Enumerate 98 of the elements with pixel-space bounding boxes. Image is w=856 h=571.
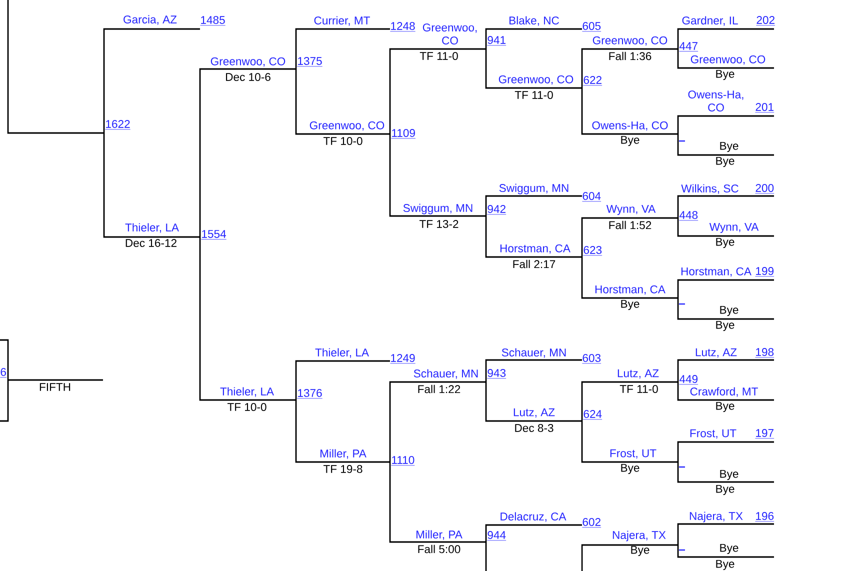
bout-number: 943	[487, 369, 506, 379]
match-result: Bye	[716, 560, 734, 570]
bout-number: 198	[755, 348, 774, 358]
match-result: TF 11-0	[620, 385, 658, 393]
match-result: Bye	[720, 142, 738, 152]
bout-number: 623	[583, 246, 602, 256]
wrestler-name: Miller, PA	[416, 530, 462, 540]
wrestler-name: Wilkins, SC	[681, 184, 738, 194]
wrestler-name: Horstman, CA	[681, 267, 752, 277]
bout-number: 1485	[200, 16, 226, 26]
wrestler-name: Gardner, IL	[682, 16, 738, 26]
bout-number: 622	[583, 76, 602, 86]
match-result: Bye	[720, 544, 738, 554]
bout-number: 1248	[390, 22, 416, 32]
bout-number: 624	[583, 410, 602, 420]
match-result: Fall 1:22	[418, 384, 460, 394]
wrestler-name: Schauer, MN	[414, 369, 478, 379]
match-result: Bye	[720, 306, 738, 316]
match-result: Fall 5:00	[418, 544, 460, 554]
wrestler-name: Currier, MT	[314, 16, 370, 26]
bout-number: 6	[0, 368, 7, 378]
wrestler-name: Greenwoo, CO	[690, 55, 766, 65]
wrestler-name: Swiggum, MN	[403, 204, 472, 214]
wrestler-name: Wynn, VA	[606, 204, 656, 216]
bout-number: 201	[755, 103, 774, 113]
match-result: Dec 16-12	[126, 239, 176, 247]
match-result: Bye	[716, 484, 734, 496]
bout-number: 602	[582, 518, 602, 528]
match-result: Fall 1:36	[609, 52, 652, 60]
wrestler-name: Crawford, MT	[690, 387, 758, 397]
wrestler-name: Swiggum, MN	[499, 184, 568, 194]
bout-number: 941	[487, 36, 506, 46]
bout-number: 202	[756, 16, 776, 26]
wrestler-name: Horstman, CA	[500, 244, 570, 254]
bout-number: 604	[582, 192, 602, 202]
wrestler-name: Lutz, AZ	[514, 408, 555, 418]
wrestler-name: Greenwoo, CO	[592, 36, 668, 46]
wrestler-name: Owens-Ha, CO	[688, 90, 744, 112]
wrestler-name: Frost, UT	[610, 449, 656, 459]
wrestler-name: Thieler, LA	[220, 387, 274, 397]
wrestler-name: Thieler, LA	[125, 223, 179, 233]
bout-number: 1110	[391, 456, 415, 466]
bout-number: 197	[755, 429, 774, 439]
bout-number: 1249	[390, 354, 416, 364]
match-result: Bye	[720, 470, 738, 480]
match-result: TF 11-0	[420, 52, 458, 60]
wrestler-name: Lutz, AZ	[618, 369, 659, 379]
match-result: Dec 8-3	[515, 424, 554, 432]
bout-number: 1376	[297, 389, 323, 399]
wrestler-name: Delacruz, CA	[500, 512, 566, 522]
match-result: TF 10-0	[227, 403, 266, 411]
match-result: TF 10-0	[323, 137, 362, 145]
bout-number: 1622	[105, 120, 131, 130]
match-result: TF 11-0	[514, 91, 553, 99]
match-result: Bye	[621, 464, 640, 474]
match-result: Bye	[631, 546, 650, 556]
wrestler-name: Greenwoo, CO	[210, 57, 286, 67]
match-result: Fall 1:52	[609, 220, 652, 230]
wrestler-name: Lutz, AZ	[696, 348, 737, 358]
wrestler-name: Owens-Ha, CO	[592, 121, 668, 131]
wrestler-name: Frost, UT	[690, 429, 736, 439]
bout-number: 942	[487, 205, 506, 215]
wrestler-name: Blake, NC	[510, 16, 559, 26]
wrestler-name: Greenwoo, CO	[310, 121, 384, 131]
match-result: Bye	[716, 320, 734, 332]
wrestler-name: Najera, TX	[612, 530, 666, 542]
match-result: TF 13-2	[419, 220, 458, 228]
bout-number: 199	[755, 267, 774, 277]
placement-label: FIFTH	[40, 383, 70, 391]
bout-number: 1109	[391, 129, 416, 139]
bout-number: 196	[755, 512, 774, 522]
wrestler-name: Greenwoo, CO	[498, 75, 574, 85]
match-result: Bye	[716, 156, 734, 168]
match-result: Fall 2:17	[513, 260, 556, 268]
match-result: Bye	[621, 300, 640, 310]
bout-number: 447	[679, 42, 698, 52]
match-result: Dec 10-6	[226, 73, 270, 81]
wrestler-name: Wynn, VA	[709, 222, 759, 234]
match-result: Bye	[621, 136, 640, 146]
bout-number: 603	[582, 354, 602, 364]
bout-number: 1375	[297, 57, 323, 67]
bout-number: 448	[679, 211, 698, 221]
bout-number: 1554	[201, 230, 227, 240]
bout-number: 944	[487, 531, 506, 541]
bout-number: 449	[679, 375, 698, 385]
bout-number: 200	[755, 184, 774, 194]
match-result: TF 19-8	[323, 465, 362, 473]
wrestler-name: Thieler, LA	[315, 348, 369, 358]
wrestler-name: Schauer, MN	[502, 348, 566, 358]
match-result: Bye	[716, 70, 734, 80]
bout-number: 605	[582, 22, 602, 32]
wrestler-name: Garcia, AZ	[124, 15, 177, 25]
wrestler-name: Najera, TX	[690, 512, 743, 522]
wrestler-name: Greenwoo, CO	[422, 24, 477, 44]
wrestler-name: Horstman, CA	[595, 285, 666, 295]
match-result: Bye	[716, 238, 734, 248]
match-result: Bye	[716, 402, 734, 412]
wrestler-name: Miller, PA	[320, 449, 366, 459]
